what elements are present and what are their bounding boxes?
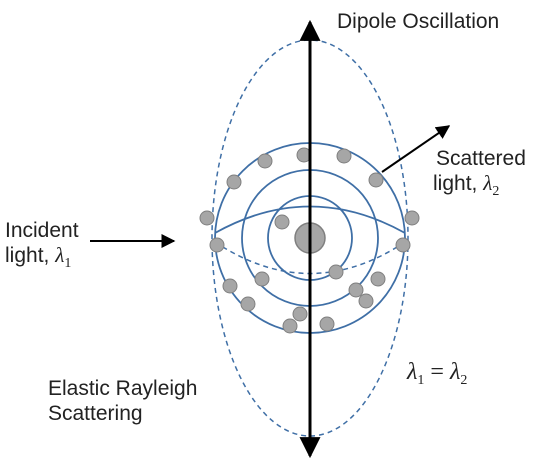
electron — [292, 306, 308, 322]
electron — [368, 172, 384, 188]
electron — [358, 293, 374, 309]
scattered-light-label: Scattered light, λ2 — [433, 146, 526, 201]
electron — [370, 271, 386, 287]
electron — [240, 296, 256, 312]
elastic-rayleigh-label: Elastic Rayleigh Scattering — [48, 376, 197, 426]
incident-label-line2: light, λ1 — [5, 243, 72, 272]
electron — [319, 316, 335, 332]
electron — [395, 237, 411, 253]
incident-light-label: Incident light, λ1 — [5, 218, 79, 273]
electron — [274, 214, 290, 230]
electron — [328, 264, 344, 280]
dipole-oscillation-label: Dipole Oscillation — [337, 10, 500, 33]
electron — [348, 282, 364, 298]
scattered-label-line2: light, λ2 — [433, 171, 500, 200]
electron — [404, 210, 420, 226]
electron — [222, 278, 238, 294]
wavelength-equality: λ1 = λ2 — [407, 359, 468, 388]
elastic-label-line1: Elastic Rayleigh — [48, 377, 198, 400]
electron — [254, 271, 270, 287]
dipole-radiation-envelope — [211, 39, 409, 437]
scattered-label-line1: Scattered — [436, 147, 526, 170]
scattered-light-arrow — [381, 125, 451, 173]
incident-label-line1: Incident — [5, 219, 79, 242]
electron — [199, 210, 215, 226]
electron — [209, 237, 225, 253]
electron — [336, 148, 352, 164]
electron — [226, 174, 242, 190]
electron — [257, 153, 273, 169]
elastic-label-line2: Scattering — [48, 402, 143, 426]
electron — [282, 318, 298, 334]
